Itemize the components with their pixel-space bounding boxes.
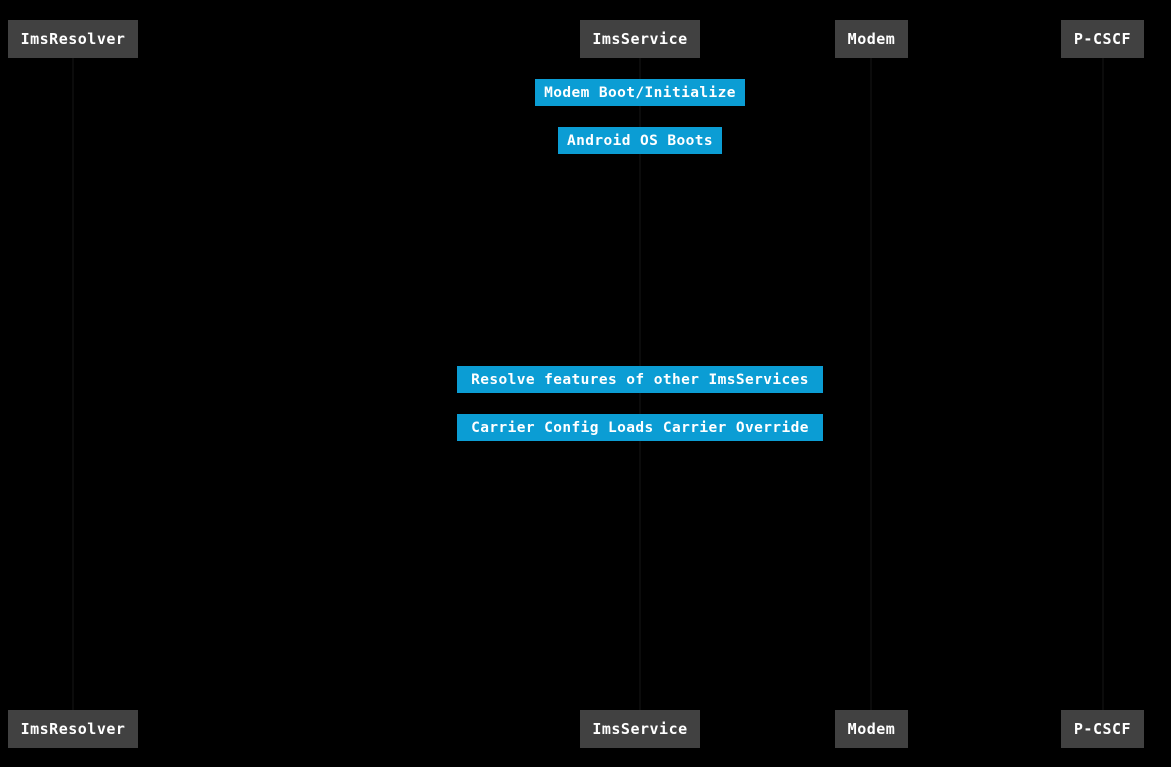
lifeline-modem xyxy=(870,58,872,710)
participant-bottom-modem[interactable]: Modem xyxy=(835,710,908,748)
lifeline-pcscf xyxy=(1102,58,1104,710)
note-modem-boot-initialize[interactable]: Modem Boot/Initialize xyxy=(535,79,745,106)
participant-top-imsresolver[interactable]: ImsResolver xyxy=(8,20,138,58)
participant-top-modem[interactable]: Modem xyxy=(835,20,908,58)
participant-bottom-imsservice[interactable]: ImsService xyxy=(580,710,700,748)
note-android-os-boots[interactable]: Android OS Boots xyxy=(558,127,722,154)
note-resolve-features-of-other-imsservices[interactable]: Resolve features of other ImsServices xyxy=(457,366,823,393)
note-carrier-config-loads-carrier-override[interactable]: Carrier Config Loads Carrier Override xyxy=(457,414,823,441)
participant-top-imsservice[interactable]: ImsService xyxy=(580,20,700,58)
participant-bottom-pcscf[interactable]: P-CSCF xyxy=(1061,710,1144,748)
lifeline-imsresolver xyxy=(72,58,74,710)
participant-top-pcscf[interactable]: P-CSCF xyxy=(1061,20,1144,58)
participant-bottom-imsresolver[interactable]: ImsResolver xyxy=(8,710,138,748)
